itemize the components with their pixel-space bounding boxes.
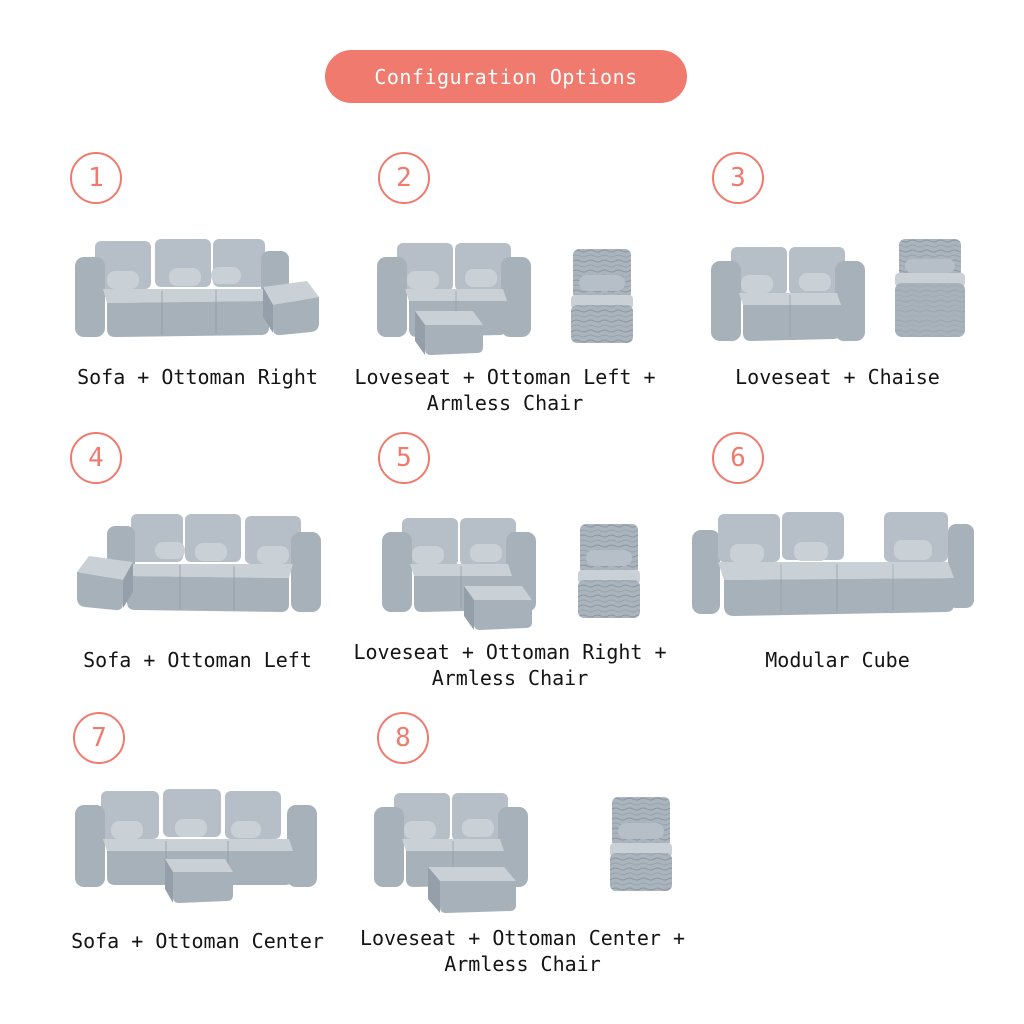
armless-chair <box>570 249 633 343</box>
loveseat-ottoman-center-armless-chair-illustration <box>373 793 672 913</box>
sofa-with-ottoman-center-illustration <box>74 789 317 903</box>
armless-chair <box>577 524 640 618</box>
option-number-badge: 8 <box>377 712 429 764</box>
sofa-with-ottoman-right-illustration <box>74 239 319 337</box>
option-label: Loveseat + Ottoman Left + Armless Chair <box>354 365 656 415</box>
sofa-with-ottoman-left-illustration <box>76 514 321 612</box>
option-number-badge: 1 <box>70 152 122 204</box>
config-card-4: 4 Sofa + Ottoman Left <box>55 420 340 673</box>
ottoman-left <box>414 311 483 355</box>
config-card-5: 5 Loveseat + Ottoman Right + Armless Cha… <box>350 420 670 691</box>
loveseat-ottoman-left-armless-chair-illustration <box>376 243 633 355</box>
option-number-badge: 2 <box>378 152 430 204</box>
option-label: Sofa + Ottoman Right <box>77 365 318 389</box>
option-number-badge: 4 <box>70 432 122 484</box>
config-card-2: 2 Loveseat + Ottoman Left + Armless Chai… <box>345 140 665 416</box>
option-number-badge: 3 <box>712 152 764 204</box>
option-number-badge: 6 <box>712 432 764 484</box>
option-number-badge: 7 <box>73 712 125 764</box>
option-label: Sofa + Ottoman Center <box>71 929 324 953</box>
option-label: Sofa + Ottoman Left <box>83 648 312 672</box>
option-number-badge: 5 <box>378 432 430 484</box>
config-card-3: 3 Loveseat + Chaise <box>685 140 990 390</box>
option-label: Loveseat + Chaise <box>735 365 940 389</box>
ottoman-right <box>463 586 532 630</box>
loveseat <box>710 247 865 341</box>
ottoman-center <box>164 859 233 903</box>
config-card-8: 8 Loveseat + Ottoman Center + Armless Ch… <box>350 700 695 977</box>
config-card-6: 6 Modular Cube <box>685 420 990 673</box>
option-label: Loveseat + Ottoman Right + Armless Chair <box>353 640 667 690</box>
option-label: Loveseat + Ottoman Center + Armless Chai… <box>359 926 686 976</box>
ottoman-center <box>427 867 516 913</box>
config-card-7: 7 Sofa + Ottoman Center <box>55 700 340 954</box>
chaise <box>894 239 965 337</box>
loveseat-and-chaise-illustration <box>710 239 965 341</box>
modular-cube-illustration <box>692 512 974 616</box>
armless-chair <box>609 797 672 891</box>
loveseat-ottoman-right-armless-chair-illustration <box>381 518 640 630</box>
configuration-options-pill: Configuration Options <box>325 50 687 103</box>
config-card-1: 1 Sofa + Ottoman Right <box>55 140 340 390</box>
option-label: Modular Cube <box>765 648 910 672</box>
